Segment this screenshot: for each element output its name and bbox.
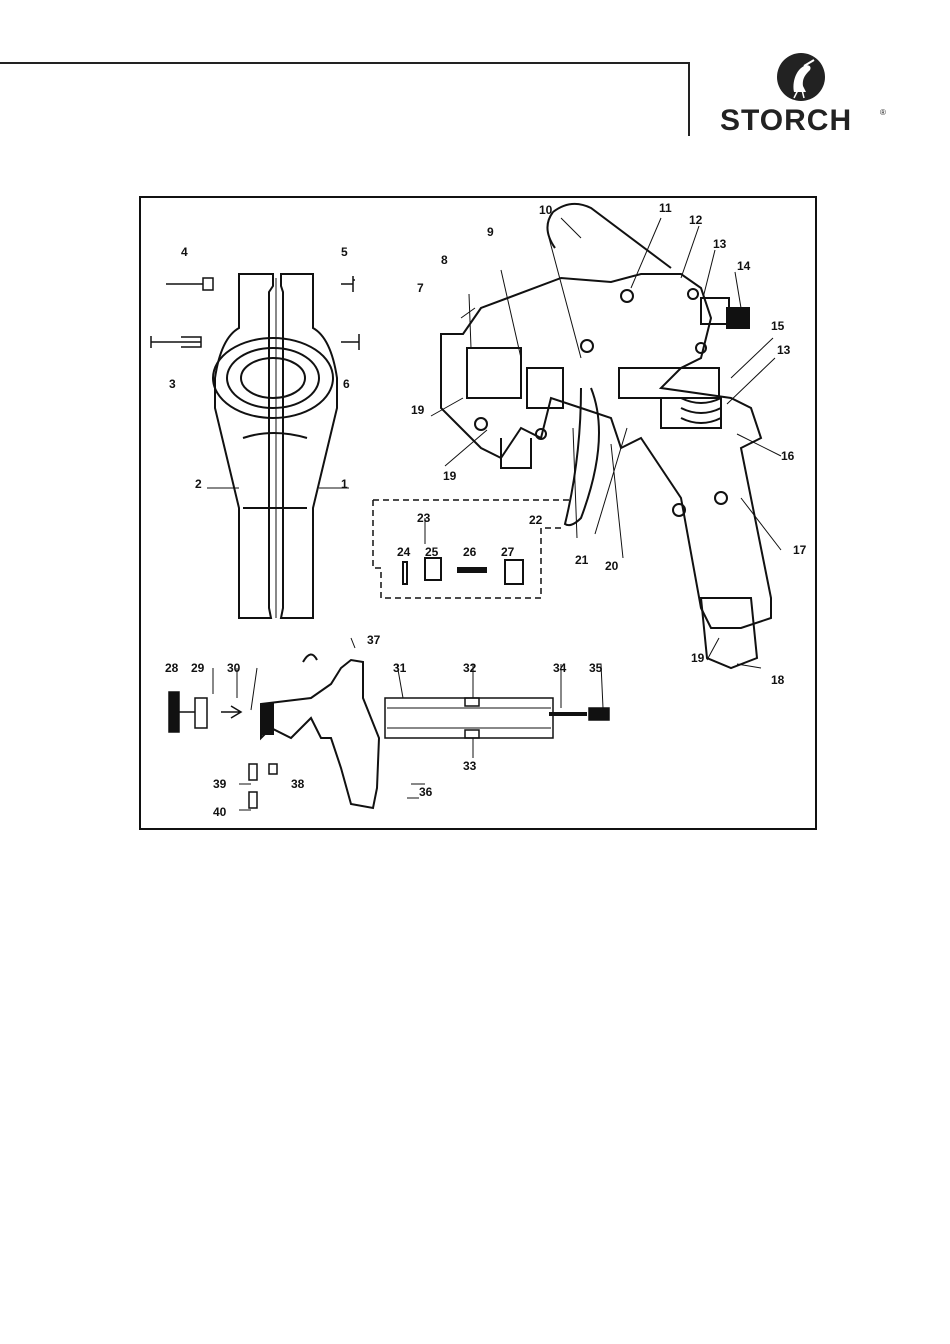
callout: 19 — [691, 651, 705, 665]
callout: 11 — [659, 201, 672, 215]
callout: 14 — [737, 259, 751, 273]
spray-gun-drawing: 1 2 3 4 5 6 7 8 9 10 11 12 13 13 14 15 1… — [141, 198, 815, 828]
callout: 33 — [463, 759, 477, 773]
gun-body-halves — [213, 274, 337, 618]
callout: 30 — [227, 661, 241, 675]
callout: 7 — [417, 281, 424, 295]
bottom-parts — [169, 692, 609, 808]
brand-name: STORCH — [720, 104, 852, 138]
callout: 27 — [501, 545, 515, 559]
callout: 24 — [397, 545, 411, 559]
callout: 37 — [367, 633, 381, 647]
callout: 23 — [417, 511, 431, 525]
callout: 20 — [605, 559, 619, 573]
callout: 17 — [793, 543, 807, 557]
callout: 13 — [713, 237, 727, 251]
callout: 13 — [777, 343, 791, 357]
callout: 18 — [771, 673, 785, 687]
callout: 34 — [553, 661, 567, 675]
exploded-parts-diagram: 1 2 3 4 5 6 7 8 9 10 11 12 13 13 14 15 1… — [139, 196, 817, 830]
callout: 8 — [441, 253, 448, 267]
callout: 9 — [487, 225, 494, 239]
callout: 19 — [443, 469, 457, 483]
callout: 39 — [213, 777, 227, 791]
callout: 6 — [343, 377, 350, 391]
callout: 5 — [341, 245, 348, 259]
callout: 3 — [169, 377, 176, 391]
callout: 32 — [463, 661, 477, 675]
callout: 31 — [393, 661, 407, 675]
callout: 1 — [341, 477, 348, 491]
callout: 4 — [181, 245, 188, 259]
callout: 12 — [689, 213, 703, 227]
header-rule — [0, 62, 690, 64]
callout: 16 — [781, 449, 795, 463]
callout: 10 — [539, 203, 553, 217]
brand-logo: STORCH ® — [712, 50, 892, 140]
callout: 25 — [425, 545, 439, 559]
callout: 26 — [463, 545, 477, 559]
callout: 2 — [195, 477, 202, 491]
assembled-gun — [261, 654, 379, 808]
callout: 40 — [213, 805, 227, 819]
callout: 15 — [771, 319, 785, 333]
header-divider — [688, 62, 690, 136]
callout: 36 — [419, 785, 433, 799]
brand-reg-mark: ® — [880, 108, 886, 117]
callout: 29 — [191, 661, 205, 675]
callout: 38 — [291, 777, 305, 791]
callout: 22 — [529, 513, 543, 527]
leader-lines — [207, 218, 781, 810]
stork-icon — [776, 52, 826, 102]
callout: 19 — [411, 403, 425, 417]
callout: 28 — [165, 661, 179, 675]
callout: 21 — [575, 553, 589, 567]
callout: 35 — [589, 661, 603, 675]
